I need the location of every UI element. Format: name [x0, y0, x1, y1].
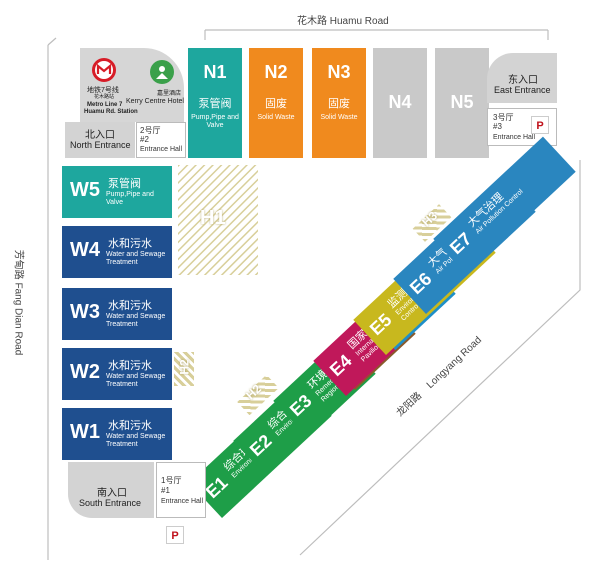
hall-h2-west[interactable]	[174, 352, 194, 386]
hotel-logo-icon	[150, 60, 174, 84]
hall-n1-zh: 泵管阀	[198, 97, 232, 110]
hall-w1-en: Water and Sewage Treatment	[106, 433, 166, 448]
hall-w4-zh: 水和污水	[108, 237, 152, 250]
hall-w3-en: Water and Sewage Treatment	[106, 313, 166, 328]
hall-n2-zh: 固废	[265, 97, 287, 110]
east-entrance-zh: 东入口	[508, 75, 538, 86]
hotel-name-zh: 嘉里酒店	[157, 91, 182, 97]
east-entrance-en: East Entrance	[494, 85, 551, 95]
parking-icon-south: P	[166, 526, 184, 544]
hall-n1-code: N1	[203, 62, 227, 82]
hall-n3-en: Solid Waste	[320, 114, 358, 121]
entrance-hall-3-num: #3	[493, 122, 502, 131]
entrance-hall-1[interactable]	[156, 462, 206, 518]
hall-n2-code: N2	[264, 62, 288, 82]
road-huamu: 花木路 Huamu Road	[297, 16, 389, 27]
hall-w4-en: Water and Sewage Treatment	[106, 251, 166, 266]
entrance-hall-2[interactable]	[136, 122, 186, 158]
metro-line-en: Metro Line 7	[87, 102, 123, 108]
entrance-hall-2-zh: 2号厅	[140, 126, 161, 135]
hall-n1[interactable]: N1 泵管阀 Pump,Pipe and Valve	[188, 48, 242, 158]
hall-n4[interactable]: N4	[373, 48, 427, 158]
hall-w1-code: W1	[70, 421, 100, 443]
hall-e6-code: E6	[405, 268, 436, 299]
hall-e1-code: E1	[201, 472, 232, 503]
hall-n2[interactable]: N2 固废 Solid Waste	[249, 48, 303, 158]
metro-logo-icon	[92, 58, 116, 82]
hall-n3-zh: 固废	[328, 97, 350, 110]
entrance-hall-1-en: Entrance Hall	[161, 498, 204, 505]
hall-w2-zh: 水和污水	[108, 359, 152, 372]
entrance-hall-3-zh: 3号厅	[493, 113, 514, 122]
hall-w5-zh: 泵管阀	[108, 177, 141, 190]
hall-n5[interactable]: N5	[435, 48, 489, 158]
hall-w3-code: W3	[70, 301, 100, 323]
road-fangdian: 芳甸路 Fang Dian Road	[12, 249, 24, 356]
hall-h2-west-label: H2	[177, 359, 192, 375]
hall-w5-en: Pump,Pipe and Valve	[106, 191, 154, 206]
entrance-hall-1-num: #1	[161, 486, 170, 495]
north-entrance-zh: 北入口	[85, 130, 115, 141]
hall-h1-label: H1	[200, 207, 226, 229]
hall-w4-code: W4	[70, 239, 100, 261]
hall-w2-code: W2	[70, 361, 100, 383]
hall-n3[interactable]: N3 固废 Solid Waste	[312, 48, 366, 158]
entrance-hall-3-en: Entrance Hall	[493, 134, 536, 141]
entrance-hall-2-en: Entrance Hall	[140, 146, 183, 153]
hall-e5-code: E5	[365, 309, 396, 340]
hall-e4-code: E4	[325, 350, 356, 381]
hall-n3-code: N3	[327, 62, 351, 82]
entrance-hall-2-num: #2	[140, 135, 149, 144]
hall-n4-code: N4	[388, 92, 412, 112]
hall-e7-code: E7	[445, 228, 476, 259]
parking-icon-east: P	[531, 116, 549, 134]
hall-e3-code: E3	[285, 390, 316, 421]
hall-n5-code: N5	[450, 92, 474, 112]
hall-e2-code: E2	[245, 430, 276, 461]
east-entrance[interactable]	[487, 53, 557, 103]
metro-line-sub: 花木路站	[94, 94, 115, 100]
hall-w5-code: W5	[70, 179, 100, 201]
entrance-hall-1-zh: 1号厅	[161, 476, 182, 485]
hall-w3-zh: 水和污水	[108, 299, 152, 312]
hall-n1-en: Pump,Pipe and Valve	[191, 114, 239, 129]
hall-h1[interactable]	[178, 165, 258, 275]
hall-w1-zh: 水和污水	[108, 419, 152, 432]
metro-line-zh: 地铁7号线	[87, 87, 119, 94]
metro-station-en: Huamu Rd. Station	[84, 109, 138, 115]
hotel-name-en: Kerry Centre Hotel	[126, 98, 184, 105]
north-entrance-en: North Entrance	[70, 140, 131, 150]
entrance-hall-3[interactable]	[487, 108, 557, 146]
north-entrance[interactable]	[65, 122, 135, 158]
hall-w2-en: Water and Sewage Treatment	[106, 373, 166, 388]
south-entrance-zh: 南入口	[97, 488, 127, 499]
south-entrance-en: South Entrance	[79, 498, 142, 508]
south-entrance[interactable]	[68, 462, 154, 518]
hall-n2-en: Solid Waste	[257, 114, 295, 121]
